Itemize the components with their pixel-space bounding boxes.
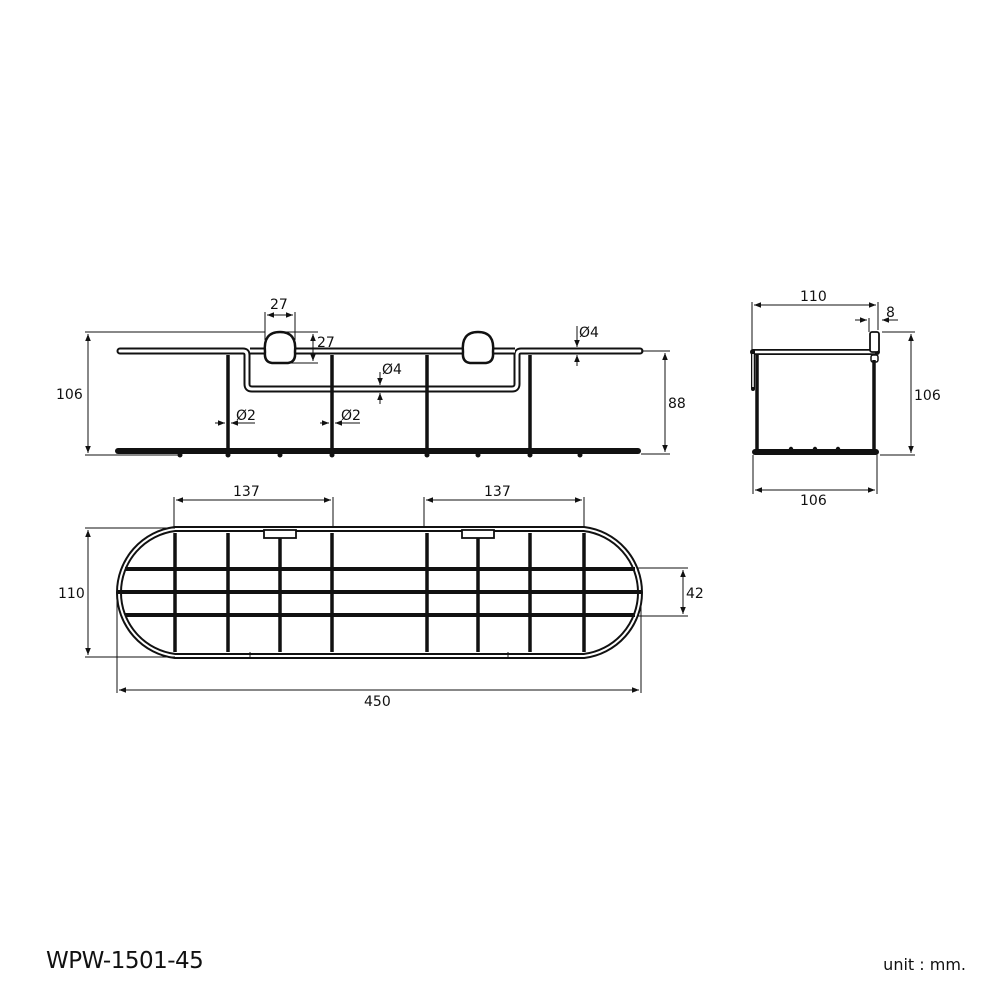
dim-side-height: 106 — [914, 388, 941, 404]
side-view — [750, 302, 915, 494]
dim-left-span: 137 — [233, 484, 260, 500]
dim-hook-height: 27 — [317, 335, 335, 351]
dim-overall-height: 106 — [56, 387, 83, 403]
dim-right-span: 137 — [484, 484, 511, 500]
front-view-labels: 106 27 27 Ø4 Ø4 Ø2 Ø2 88 — [56, 297, 686, 424]
hook-right — [461, 330, 495, 365]
dim-side-top-width: 110 — [800, 289, 827, 305]
side-view-labels: 110 8 106 106 — [800, 289, 941, 509]
top-view-labels: 137 137 110 450 42 — [58, 484, 704, 710]
model-code: WPW-1501-45 — [46, 948, 204, 974]
dim-hook-width: 27 — [270, 297, 288, 313]
dim-inner-rail-diameter: Ø4 — [382, 362, 402, 378]
dim-middle-rail-gap: 42 — [686, 586, 704, 602]
dim-top-depth: 110 — [58, 586, 85, 602]
dim-hook-depth: 8 — [886, 305, 895, 321]
top-view — [85, 497, 688, 693]
dim-side-bottom-width: 106 — [800, 493, 827, 509]
dim-overall-length: 450 — [364, 694, 391, 710]
dim-rod-diameter-left: Ø2 — [236, 408, 256, 424]
dim-rod-diameter-mid: Ø2 — [341, 408, 361, 424]
front-view — [85, 312, 670, 458]
unit-label: unit : mm. — [883, 955, 966, 974]
dim-top-rail-diameter: Ø4 — [579, 325, 599, 341]
dim-basket-height: 88 — [668, 396, 686, 412]
hook-left — [263, 330, 297, 365]
